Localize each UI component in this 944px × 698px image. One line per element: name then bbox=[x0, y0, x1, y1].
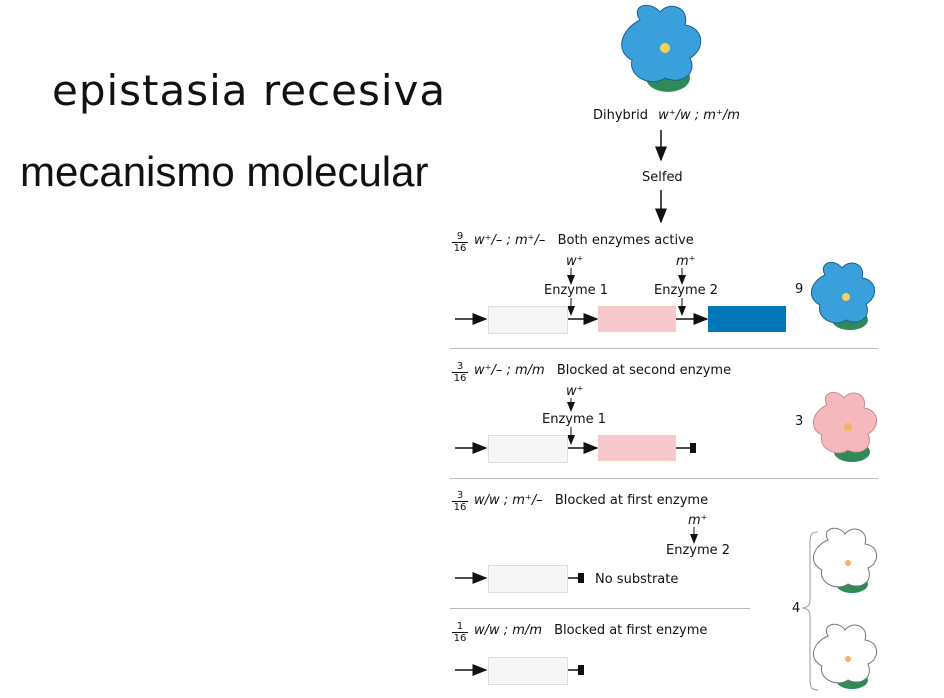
row1-enzyme1: Enzyme 1 bbox=[544, 283, 609, 298]
dihybrid-genotype: w⁺/w ; m⁺/m bbox=[658, 108, 740, 123]
row3-label: w/w ; m⁺/– Blocked at first enzyme bbox=[474, 493, 708, 508]
blue-flower-icon bbox=[810, 261, 875, 330]
white-pigment-box bbox=[488, 657, 568, 685]
row2-gene-w: w⁺ bbox=[566, 384, 584, 399]
row1-count: 9 bbox=[795, 282, 804, 297]
row2-label: w⁺/– ; m/m Blocked at second enzyme bbox=[474, 363, 731, 378]
row1-enzyme2: Enzyme 2 bbox=[654, 283, 719, 298]
white-flower-icon bbox=[813, 527, 878, 593]
pink-flower-icon bbox=[812, 391, 877, 462]
blue-flower-icon bbox=[621, 4, 702, 92]
white-pigment-box bbox=[488, 306, 568, 334]
row1-gene-w: w⁺ bbox=[566, 254, 584, 269]
dihybrid-label: Dihybrid w⁺/w ; m⁺/m bbox=[593, 108, 740, 123]
row1-description: Both enzymes active bbox=[557, 233, 694, 248]
selfed-label: Selfed bbox=[642, 170, 683, 185]
row3-enzyme2: Enzyme 2 bbox=[666, 543, 731, 558]
white-flower-icon bbox=[813, 623, 878, 689]
pink-pigment-box bbox=[598, 435, 676, 461]
white-pigment-box bbox=[488, 435, 568, 463]
row3-genotype: w/w ; m⁺/– bbox=[474, 493, 543, 508]
row2-enzyme1: Enzyme 1 bbox=[542, 412, 607, 427]
row2-genotype: w⁺/– ; m/m bbox=[474, 363, 545, 378]
row3-gene-m: m⁺ bbox=[688, 513, 708, 528]
divider bbox=[450, 348, 878, 349]
no-substrate-label: No substrate bbox=[595, 572, 679, 587]
row1-label: w⁺/– ; m⁺/– Both enzymes active bbox=[474, 233, 694, 248]
blue-pigment-box bbox=[708, 306, 786, 332]
divider bbox=[450, 478, 878, 479]
slide-title: epistasia recesiva bbox=[52, 66, 447, 115]
row4-description: Blocked at first enzyme bbox=[554, 623, 708, 638]
row4-genotype: w/w ; m/m bbox=[474, 623, 542, 638]
pink-pigment-box bbox=[598, 306, 676, 332]
white-pigment-box bbox=[488, 565, 568, 593]
slide-subtitle: mecanismo molecular bbox=[20, 148, 429, 195]
row1-gene-m: m⁺ bbox=[676, 254, 696, 269]
row2-description: Blocked at second enzyme bbox=[556, 363, 732, 378]
row1-genotype: w⁺/– ; m⁺/– bbox=[474, 233, 546, 248]
white-count: 4 bbox=[792, 601, 801, 616]
row4-label: w/w ; m/m Blocked at first enzyme bbox=[474, 623, 707, 638]
row2-count: 3 bbox=[795, 414, 804, 429]
divider bbox=[450, 608, 750, 609]
row3-description: Blocked at first enzyme bbox=[554, 493, 709, 508]
